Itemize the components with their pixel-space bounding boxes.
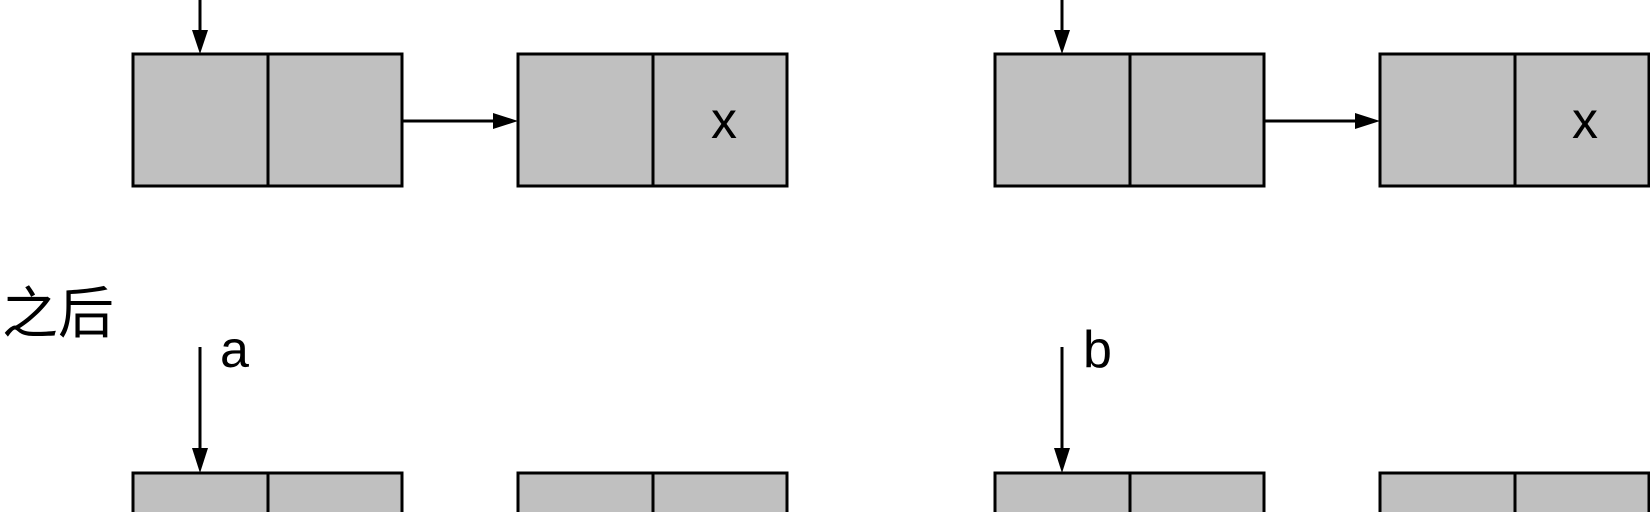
top-right-node-1 xyxy=(993,52,1266,188)
node-data-cell xyxy=(131,471,270,512)
top-right-pointer-arrowhead xyxy=(1054,30,1070,54)
node-next-cell xyxy=(266,471,404,512)
node-data-cell xyxy=(1378,471,1517,512)
node-data-cell xyxy=(131,52,270,188)
null-marker: x xyxy=(1572,92,1598,150)
top-left-pointer-arrowhead xyxy=(192,30,208,54)
bottom-right-node-1 xyxy=(993,471,1266,512)
top-left-link-arrowhead xyxy=(493,113,518,129)
node-next-cell xyxy=(266,52,404,188)
bottom-left-list: a xyxy=(131,321,789,512)
node-data-cell xyxy=(993,52,1132,188)
node-next-cell xyxy=(651,471,789,512)
bottom-left-node-1 xyxy=(131,471,404,512)
top-right-list: x xyxy=(993,0,1650,188)
bottom-right-pointer-arrowhead xyxy=(1054,448,1070,473)
node-next-cell xyxy=(1513,471,1650,512)
top-left-node-2: x xyxy=(516,52,789,188)
bottom-right-list: b xyxy=(993,321,1650,512)
top-left-node-1 xyxy=(131,52,404,188)
node-next-cell xyxy=(1128,52,1266,188)
bottom-left-pointer-arrowhead xyxy=(192,448,208,473)
pointer-label-a: a xyxy=(220,321,249,379)
after-caption: 之后 xyxy=(2,282,114,347)
null-marker: x xyxy=(711,92,737,150)
bottom-left-node-2 xyxy=(516,471,789,512)
node-data-cell xyxy=(516,52,655,188)
node-next-cell xyxy=(1128,471,1266,512)
node-data-cell xyxy=(1378,52,1517,188)
top-left-list: x xyxy=(131,0,789,188)
node-data-cell xyxy=(516,471,655,512)
pointer-label-b: b xyxy=(1083,321,1112,379)
bottom-right-node-2 xyxy=(1378,471,1650,512)
node-data-cell xyxy=(993,471,1132,512)
top-right-link-arrowhead xyxy=(1355,113,1380,129)
top-right-node-2: x xyxy=(1378,52,1650,188)
node-next-cell xyxy=(1513,52,1650,188)
node-next-cell xyxy=(651,52,789,188)
